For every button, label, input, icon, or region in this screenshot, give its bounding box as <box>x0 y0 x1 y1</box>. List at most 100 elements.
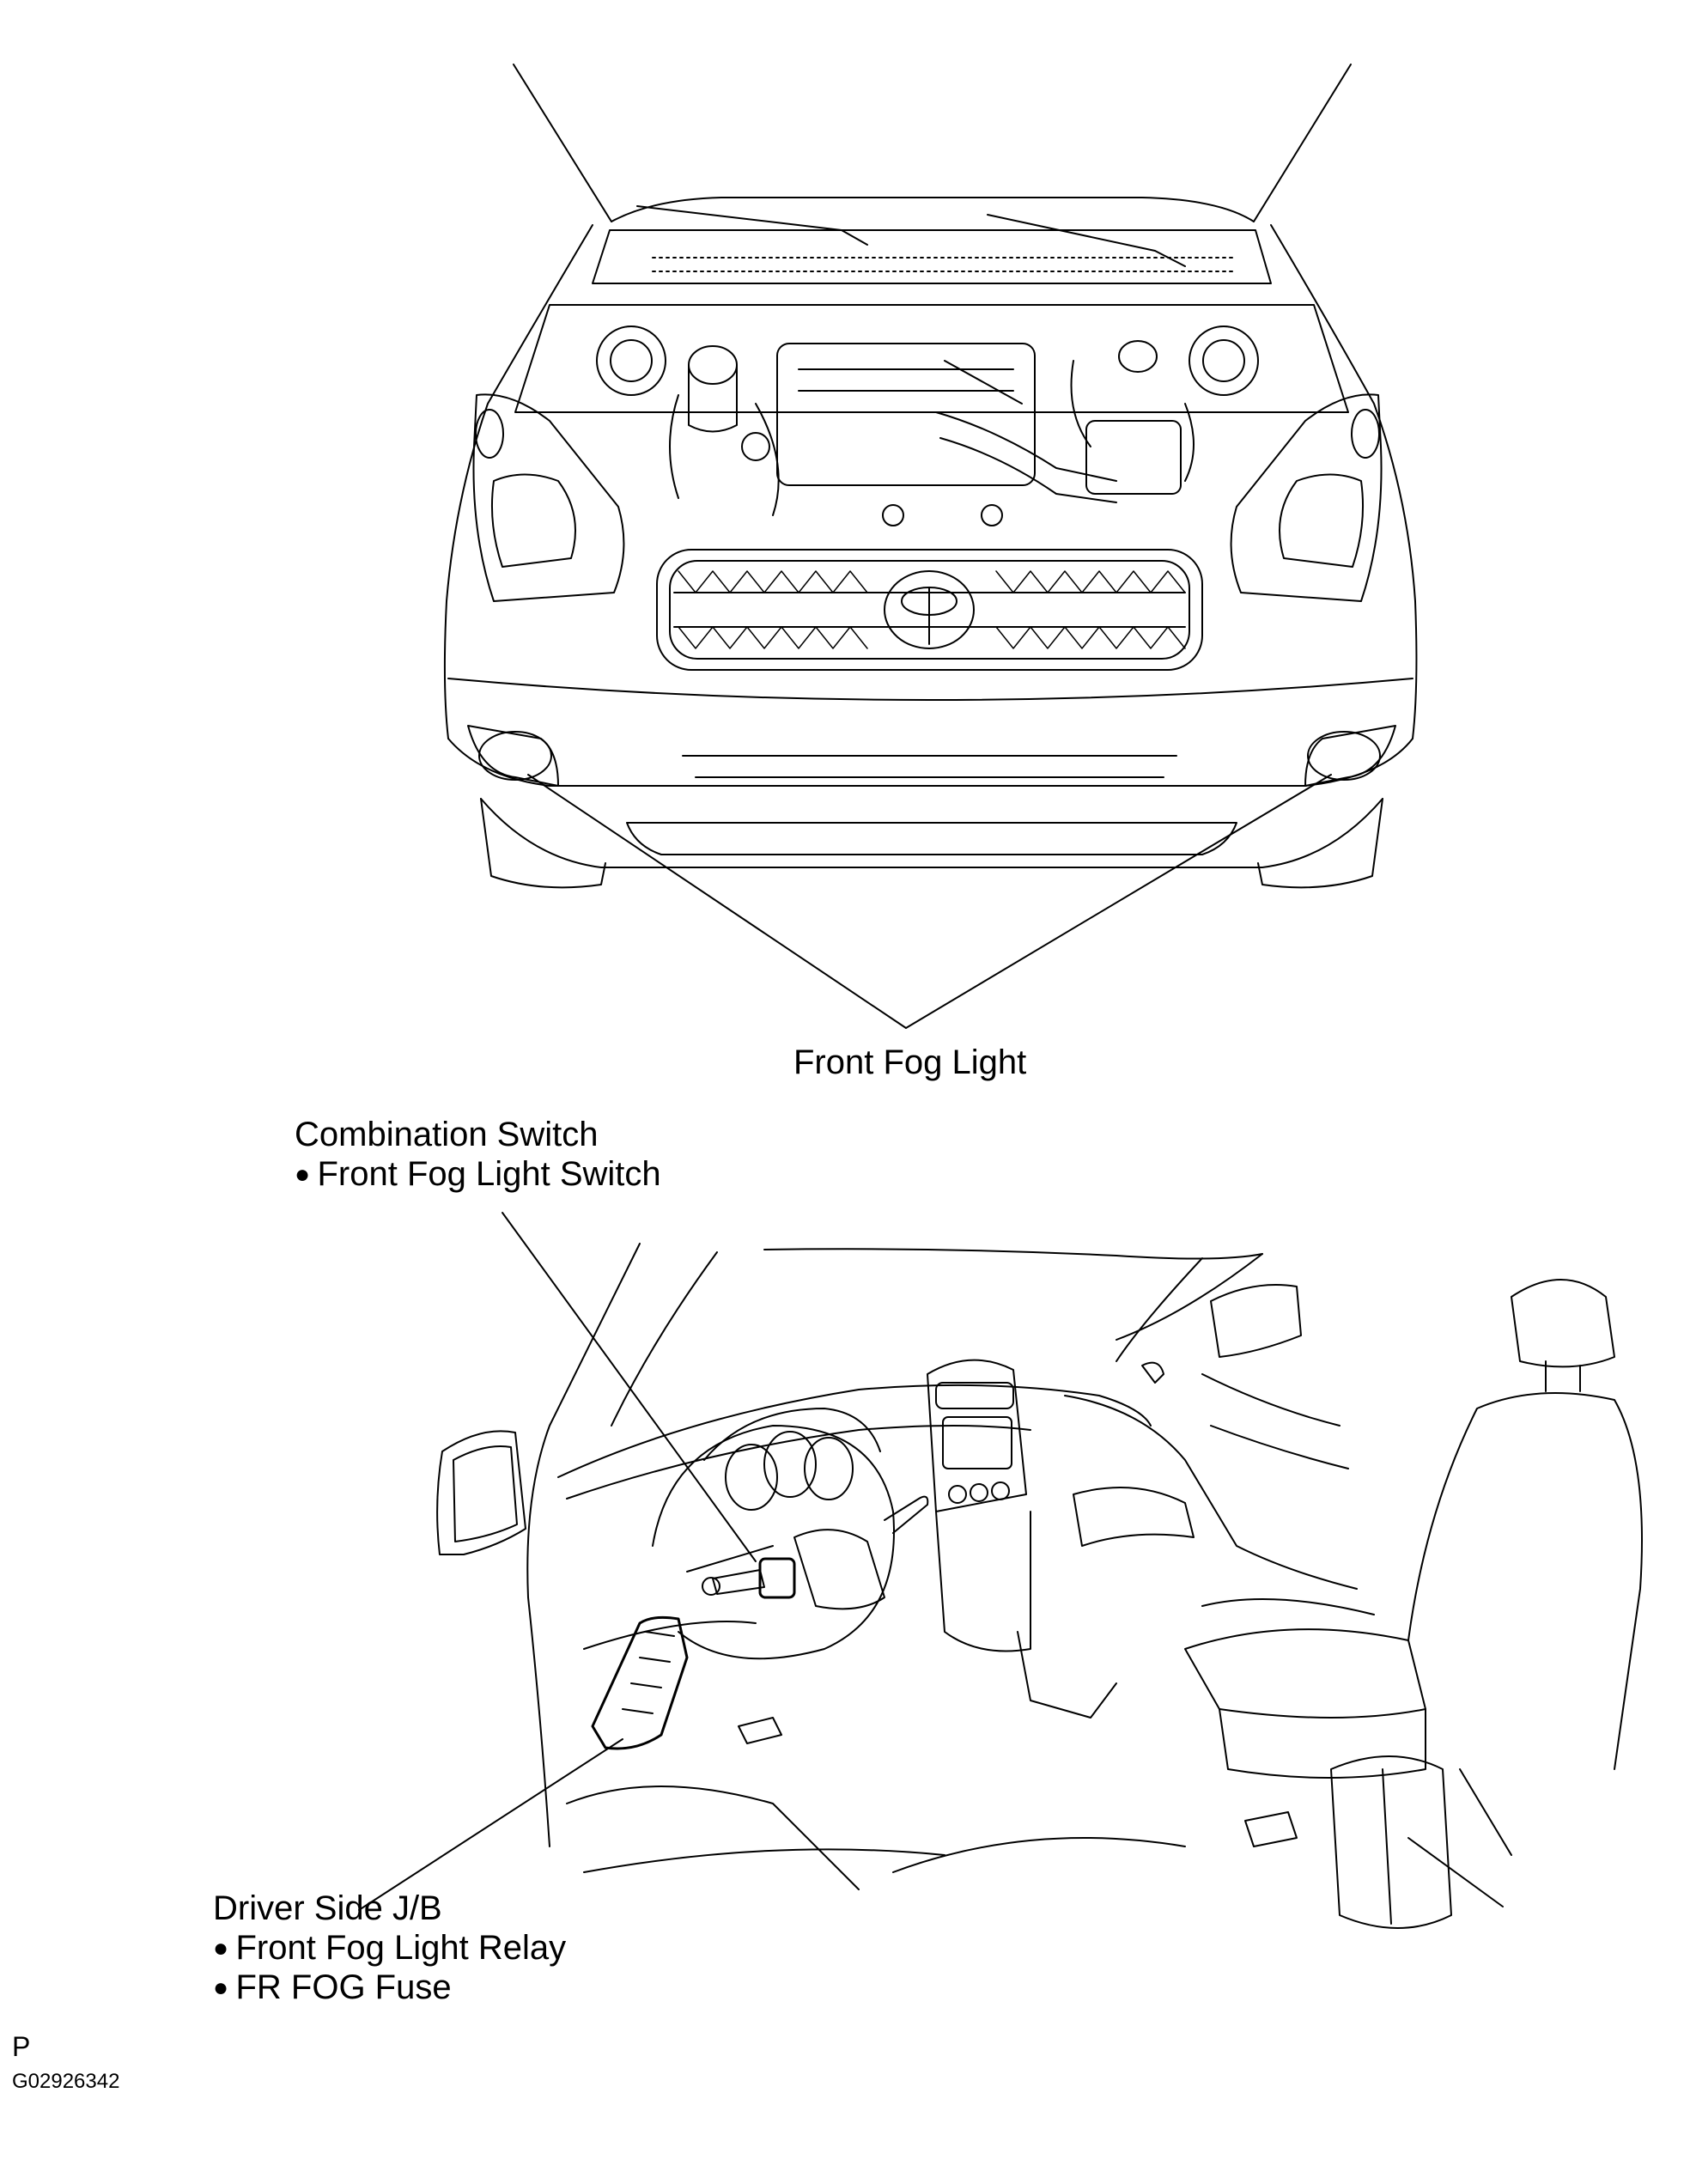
fog-lamp-housing-right <box>1304 725 1396 787</box>
turn-lamp-right <box>1351 409 1380 459</box>
engine-bay-outline <box>514 304 1349 413</box>
hood-left-edge <box>513 64 612 222</box>
headlamp-left-lens <box>490 473 576 568</box>
figure-code: G02926342 <box>12 2070 120 2093</box>
junction-block <box>591 1615 689 1750</box>
hoses <box>669 360 1195 516</box>
side-mirror-left <box>436 1430 526 1555</box>
combination-switch-leader <box>502 1212 757 1562</box>
dashboard-face <box>583 1545 774 1650</box>
combination-switch-lever <box>712 1569 765 1595</box>
shift-lever <box>1017 1631 1117 1719</box>
combination-switch-title: Combination Switch <box>295 1116 599 1153</box>
page-marker: P <box>12 2031 31 2062</box>
pedal <box>738 1717 782 1744</box>
tire-right <box>1257 798 1383 889</box>
cowl-panel <box>592 229 1272 284</box>
center-vents <box>935 1382 1014 1409</box>
fog-lamp-left <box>478 731 552 781</box>
cowl-louvers <box>652 257 1237 272</box>
console-box-side <box>1382 1768 1392 1925</box>
fog-light-leader-left <box>527 774 907 1029</box>
strut-tower-right <box>1189 325 1259 396</box>
audio-unit <box>942 1416 1012 1469</box>
bumper-face <box>447 738 1413 787</box>
dashboard-lower <box>566 1425 1031 1500</box>
gauge-center <box>763 1431 817 1498</box>
door-panel-right <box>1201 1373 1349 1469</box>
gauge-left <box>725 1444 778 1511</box>
windshield-top <box>763 1248 1263 1260</box>
center-console <box>935 1511 1031 1652</box>
reservoir-left-body <box>688 364 738 433</box>
headlamp-right <box>1230 393 1383 602</box>
driver-side-jb-title: Driver Side J/B <box>213 1889 442 1927</box>
bumper-upper-line <box>447 678 1413 701</box>
gauge-right <box>804 1437 854 1500</box>
junction-block-detail <box>622 1631 675 1714</box>
reservoir-right <box>1118 340 1158 373</box>
windshield-right <box>1116 1253 1263 1341</box>
dash-right-vent <box>1141 1361 1164 1384</box>
combination-switch-knob <box>702 1577 720 1596</box>
fender-right <box>1270 224 1418 739</box>
glovebox <box>1073 1487 1195 1547</box>
battery <box>1085 420 1182 495</box>
windshield-left <box>611 1251 718 1427</box>
steering-column <box>793 1529 885 1610</box>
fog-lamp-right <box>1307 731 1381 781</box>
a-pillar <box>526 1243 641 1847</box>
grille-inner <box>669 560 1190 660</box>
console-box <box>1330 1755 1452 1929</box>
headlamp-left <box>472 393 625 602</box>
turn-lamp-left <box>475 409 504 459</box>
armrest <box>1201 1598 1375 1615</box>
seat-back <box>1407 1392 1643 1770</box>
hood-front-edge <box>611 197 1255 222</box>
floor-front <box>566 1786 860 1890</box>
fog-light-leader-right <box>905 774 1332 1029</box>
floor-line <box>583 1837 1186 1873</box>
intake-duct <box>935 411 1117 503</box>
fog-lamp-housing-left <box>467 725 559 787</box>
reservoir-left <box>688 345 738 385</box>
seat-cushion <box>1184 1628 1426 1719</box>
front-fog-light-label: Front Fog Light <box>793 1043 1027 1081</box>
headrest <box>1511 1279 1615 1368</box>
strut-tower-right-inner <box>1202 339 1245 382</box>
center-stack <box>927 1359 1027 1512</box>
side-mirror-right <box>1210 1284 1302 1358</box>
bumper-lower-intake <box>682 755 1177 778</box>
dashboard-top <box>557 1384 1152 1478</box>
bumper-lower-edge <box>480 798 1383 868</box>
climate-knob-2 <box>970 1483 988 1502</box>
wiper-left <box>636 205 868 246</box>
engine-cover-detail <box>798 360 1023 405</box>
junction-block-leader <box>358 1738 623 1911</box>
skid-plate <box>626 822 1237 855</box>
climate-knob-1 <box>948 1485 967 1504</box>
vehicle-front-view <box>443 64 1418 1029</box>
oil-cap <box>741 432 770 461</box>
vehicle-interior-view <box>358 1212 1643 1929</box>
engine-cover <box>776 343 1036 486</box>
grille-mesh <box>678 570 1186 649</box>
dashboard-right <box>1064 1395 1358 1590</box>
fr-fog-fuse-item: FR FOG Fuse <box>213 1967 451 2009</box>
fender-left <box>443 224 593 739</box>
wiper-stalk <box>884 1495 929 1534</box>
grille <box>656 549 1203 671</box>
strut-tower-left-inner <box>610 339 653 382</box>
front-fog-light-relay-item: Front Fog Light Relay <box>213 1927 566 1969</box>
door-frame-right <box>1116 1257 1203 1362</box>
combination-switch-body <box>758 1557 796 1599</box>
engine-cap <box>882 504 904 526</box>
front-fog-light-switch-item: Front Fog Light Switch <box>295 1153 660 1195</box>
brand-emblem <box>884 570 975 649</box>
instrument-hood <box>703 1408 881 1461</box>
engine-cap-2 <box>981 504 1003 526</box>
climate-knob-3 <box>991 1481 1010 1500</box>
steering-wheel <box>652 1425 895 1660</box>
pedal-2 <box>1244 1811 1298 1847</box>
